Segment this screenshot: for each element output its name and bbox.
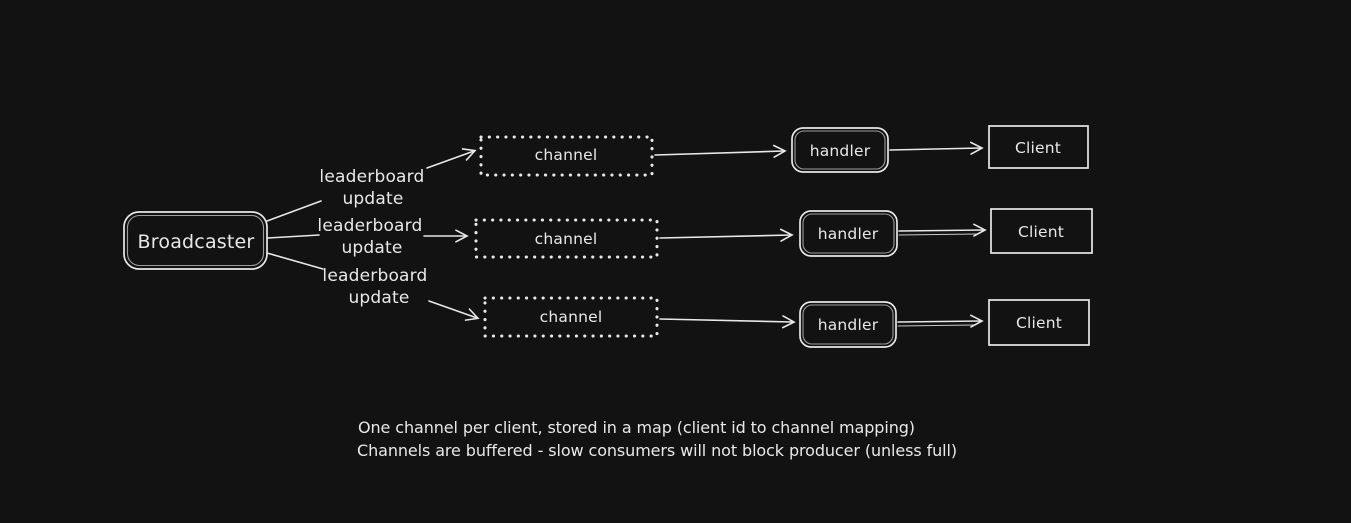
handler-label-1: handler — [810, 142, 871, 160]
client-node-1[interactable]: Client — [988, 125, 1089, 169]
channel-node-3[interactable]: channel — [483, 296, 659, 338]
broadcaster-fan-line-1 — [266, 200, 322, 222]
arrow-handler-to-client-3-echo — [897, 324, 975, 327]
channel-label-2: channel — [535, 230, 598, 248]
handler-node-2[interactable]: handler — [799, 210, 898, 257]
edge-label-3-line2: update — [348, 288, 409, 308]
broadcaster-fan-line-3 — [266, 252, 324, 270]
edge-label-3-line1: leaderboard — [322, 266, 427, 286]
client-node-3[interactable]: Client — [988, 299, 1090, 346]
arrow-handler-to-client-2 — [898, 223, 987, 237]
arrow-handler-to-client-3 — [897, 314, 984, 328]
arrow-label-to-channel-3 — [428, 300, 480, 321]
note-line-2: Channels are buffered - slow consumers w… — [357, 441, 957, 460]
edge-label-1-line2: update — [342, 189, 403, 209]
edge-label-1: leaderboard update — [319, 167, 424, 209]
arrow-channel-to-handler-2 — [659, 228, 794, 242]
edge-label-2-line2: update — [341, 238, 402, 258]
channel-node-1[interactable]: channel — [479, 135, 654, 177]
edge-label-1-line1: leaderboard — [319, 167, 424, 187]
arrow-channel-to-handler-1 — [654, 144, 787, 158]
note-line-1: One channel per client, stored in a map … — [358, 418, 915, 437]
handler-node-3[interactable]: handler — [799, 301, 897, 348]
arrow-handler-to-client-2-echo — [898, 233, 978, 236]
handler-label-2: handler — [818, 225, 879, 243]
broadcaster-label: Broadcaster — [138, 231, 255, 253]
channel-node-2[interactable]: channel — [474, 218, 659, 259]
channel-label-1: channel — [535, 146, 598, 164]
edge-label-2-line1: leaderboard — [317, 216, 422, 236]
arrow-channel-to-handler-3 — [659, 315, 796, 329]
client-label-2: Client — [1018, 223, 1064, 241]
edge-label-2: leaderboard update — [317, 216, 422, 258]
broadcaster-fan-line-2 — [267, 234, 320, 239]
broadcaster-node[interactable]: Broadcaster — [123, 211, 268, 270]
edge-label-3: leaderboard update — [322, 266, 427, 308]
client-label-3: Client — [1016, 314, 1062, 332]
client-label-1: Client — [1015, 139, 1061, 157]
arrow-handler-to-client-1 — [889, 141, 984, 155]
client-node-2[interactable]: Client — [990, 208, 1093, 254]
channel-label-3: channel — [540, 308, 603, 326]
handler-label-3: handler — [818, 316, 879, 334]
arrow-label-to-channel-1 — [426, 148, 477, 169]
handler-node-1[interactable]: handler — [791, 127, 889, 173]
